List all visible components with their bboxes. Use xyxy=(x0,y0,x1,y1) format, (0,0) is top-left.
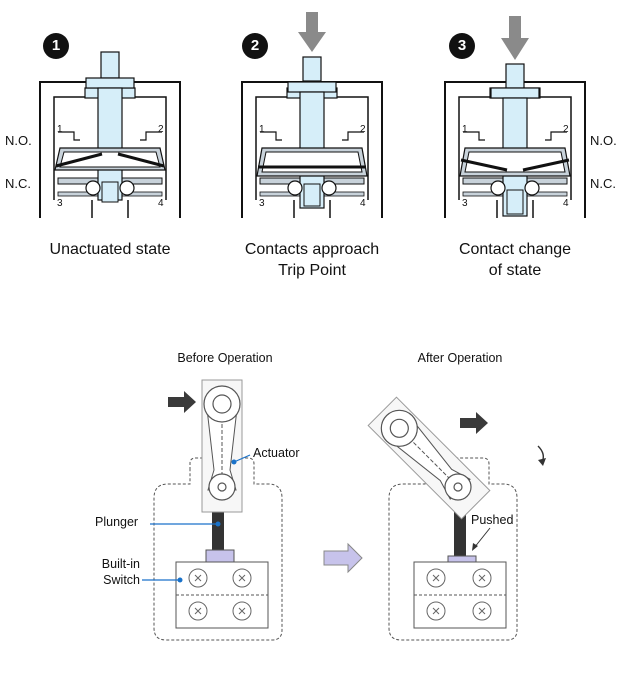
caption-2-line-2: Trip Point xyxy=(278,262,346,279)
caption-panel-3: Contact change of state xyxy=(425,239,605,281)
p2-terminal-2: 2 xyxy=(360,124,366,135)
actuator-label: Actuator xyxy=(253,446,300,460)
p3-terminal-3: 3 xyxy=(462,198,468,209)
p1-terminal-1: 1 xyxy=(57,124,63,135)
caption-1-line-1: Unactuated state xyxy=(49,241,171,258)
before-operation-title: Before Operation xyxy=(177,351,273,365)
p2-terminal-1: 1 xyxy=(259,124,265,135)
press-arrow-2 xyxy=(298,12,326,52)
press-arrow-3 xyxy=(501,16,529,60)
p2-terminal-4: 4 xyxy=(360,198,366,209)
p3-terminal-2: 2 xyxy=(563,124,569,135)
no-label-left: N.O. xyxy=(5,133,32,148)
p1-terminal-3: 3 xyxy=(57,198,63,209)
panel-3-change-of-state xyxy=(444,16,586,219)
after-operation-title: After Operation xyxy=(417,351,503,365)
built-in-switch-label: Built-in Switch xyxy=(80,556,140,588)
caption-2-line-1: Contacts approach xyxy=(244,241,380,258)
no-label-right: N.O. xyxy=(590,133,617,148)
p3-terminal-1: 1 xyxy=(462,124,468,135)
caption-panel-1: Unactuated state xyxy=(20,239,200,260)
after-operation-diagram xyxy=(367,396,546,641)
p1-terminal-2: 2 xyxy=(158,124,164,135)
caption-panel-2: Contacts approach Trip Point xyxy=(222,239,402,281)
built-in-switch-line-2: Switch xyxy=(103,573,140,587)
nc-label-left: N.C. xyxy=(5,176,31,191)
step-badge-3: 3 xyxy=(449,33,475,59)
push-arrow-after xyxy=(460,412,488,434)
panel-1-unactuated xyxy=(39,51,181,219)
built-in-switch-line-1: Built-in xyxy=(101,557,140,571)
before-operation-diagram xyxy=(142,379,283,641)
p3-terminal-4: 4 xyxy=(563,198,569,209)
push-arrow-before xyxy=(168,391,196,413)
nc-label-right: N.C. xyxy=(590,176,616,191)
step-badge-2: 2 xyxy=(242,33,268,59)
p1-terminal-4: 4 xyxy=(158,198,164,209)
caption-3-line-1: Contact change xyxy=(458,241,572,258)
panel-2-trip-point xyxy=(241,12,383,219)
plunger-label: Plunger xyxy=(95,515,139,529)
transition-arrow xyxy=(323,542,363,574)
pushed-label: Pushed xyxy=(471,513,514,527)
step-badge-1: 1 xyxy=(43,33,69,59)
p2-terminal-3: 3 xyxy=(259,198,265,209)
caption-3-line-2: of state xyxy=(488,262,542,279)
